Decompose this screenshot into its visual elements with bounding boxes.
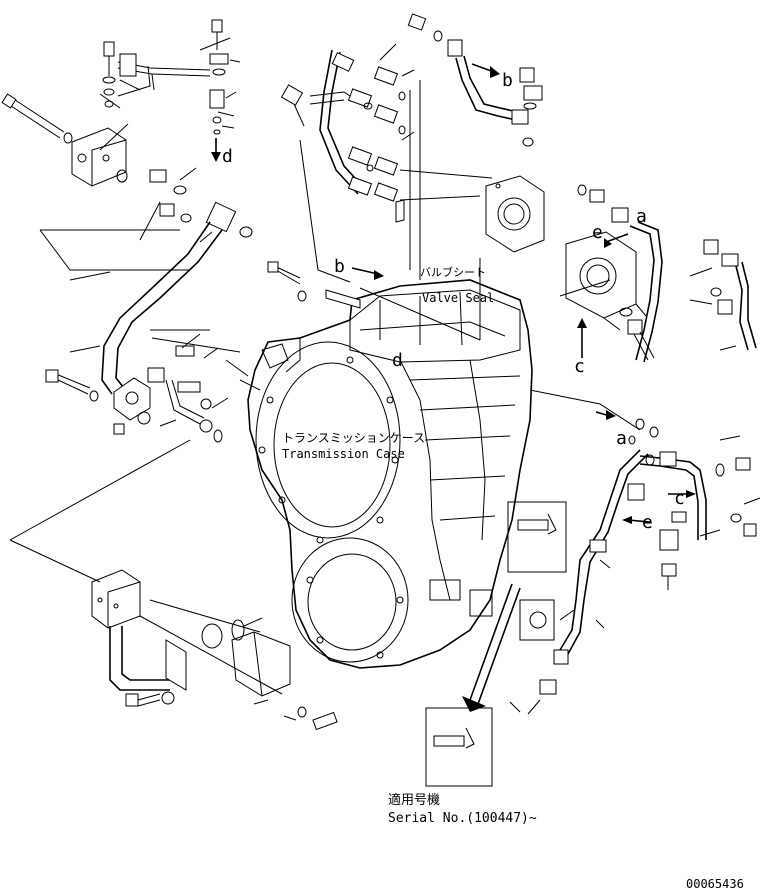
valve-seal-label-en: Valve Seal [422,291,494,305]
valve-seal-label-jp: バルブシート [420,265,486,279]
ref-letter-a: a [636,206,647,227]
serial-inset-boxes [425,501,567,787]
serial-label-en: Serial No.(100447)~ [388,811,537,826]
serial-label-jp: 適用号機 [388,792,440,808]
transmission-case-label-en: Transmission Case [282,447,405,461]
upper-middle-tube-assembly [267,49,493,341]
upper-left-valve-assembly [1,19,241,187]
upper-right-assembly [351,13,757,363]
lower-left-pump-assembly [9,439,338,731]
ref-letter-c: c [674,488,685,509]
right-middle-assembly [529,389,757,695]
ref-letter-d: d [392,350,403,371]
ref-letter-c: c [574,356,585,377]
transmission-case [247,279,555,669]
ref-letter-b: b [334,256,345,277]
ref-letter-b: b [502,70,513,91]
ref-letter-e: e [592,222,603,243]
drawing-number: 00065436 [686,877,744,891]
ref-letter-e: e [642,512,653,533]
ref-letter-d: d [222,146,233,167]
left-pipe-assembly [39,169,253,443]
leader-lines [99,43,761,721]
ref-letter-a: a [616,428,627,449]
transmission-case-label-jp: トランスミッションケース [282,431,425,445]
